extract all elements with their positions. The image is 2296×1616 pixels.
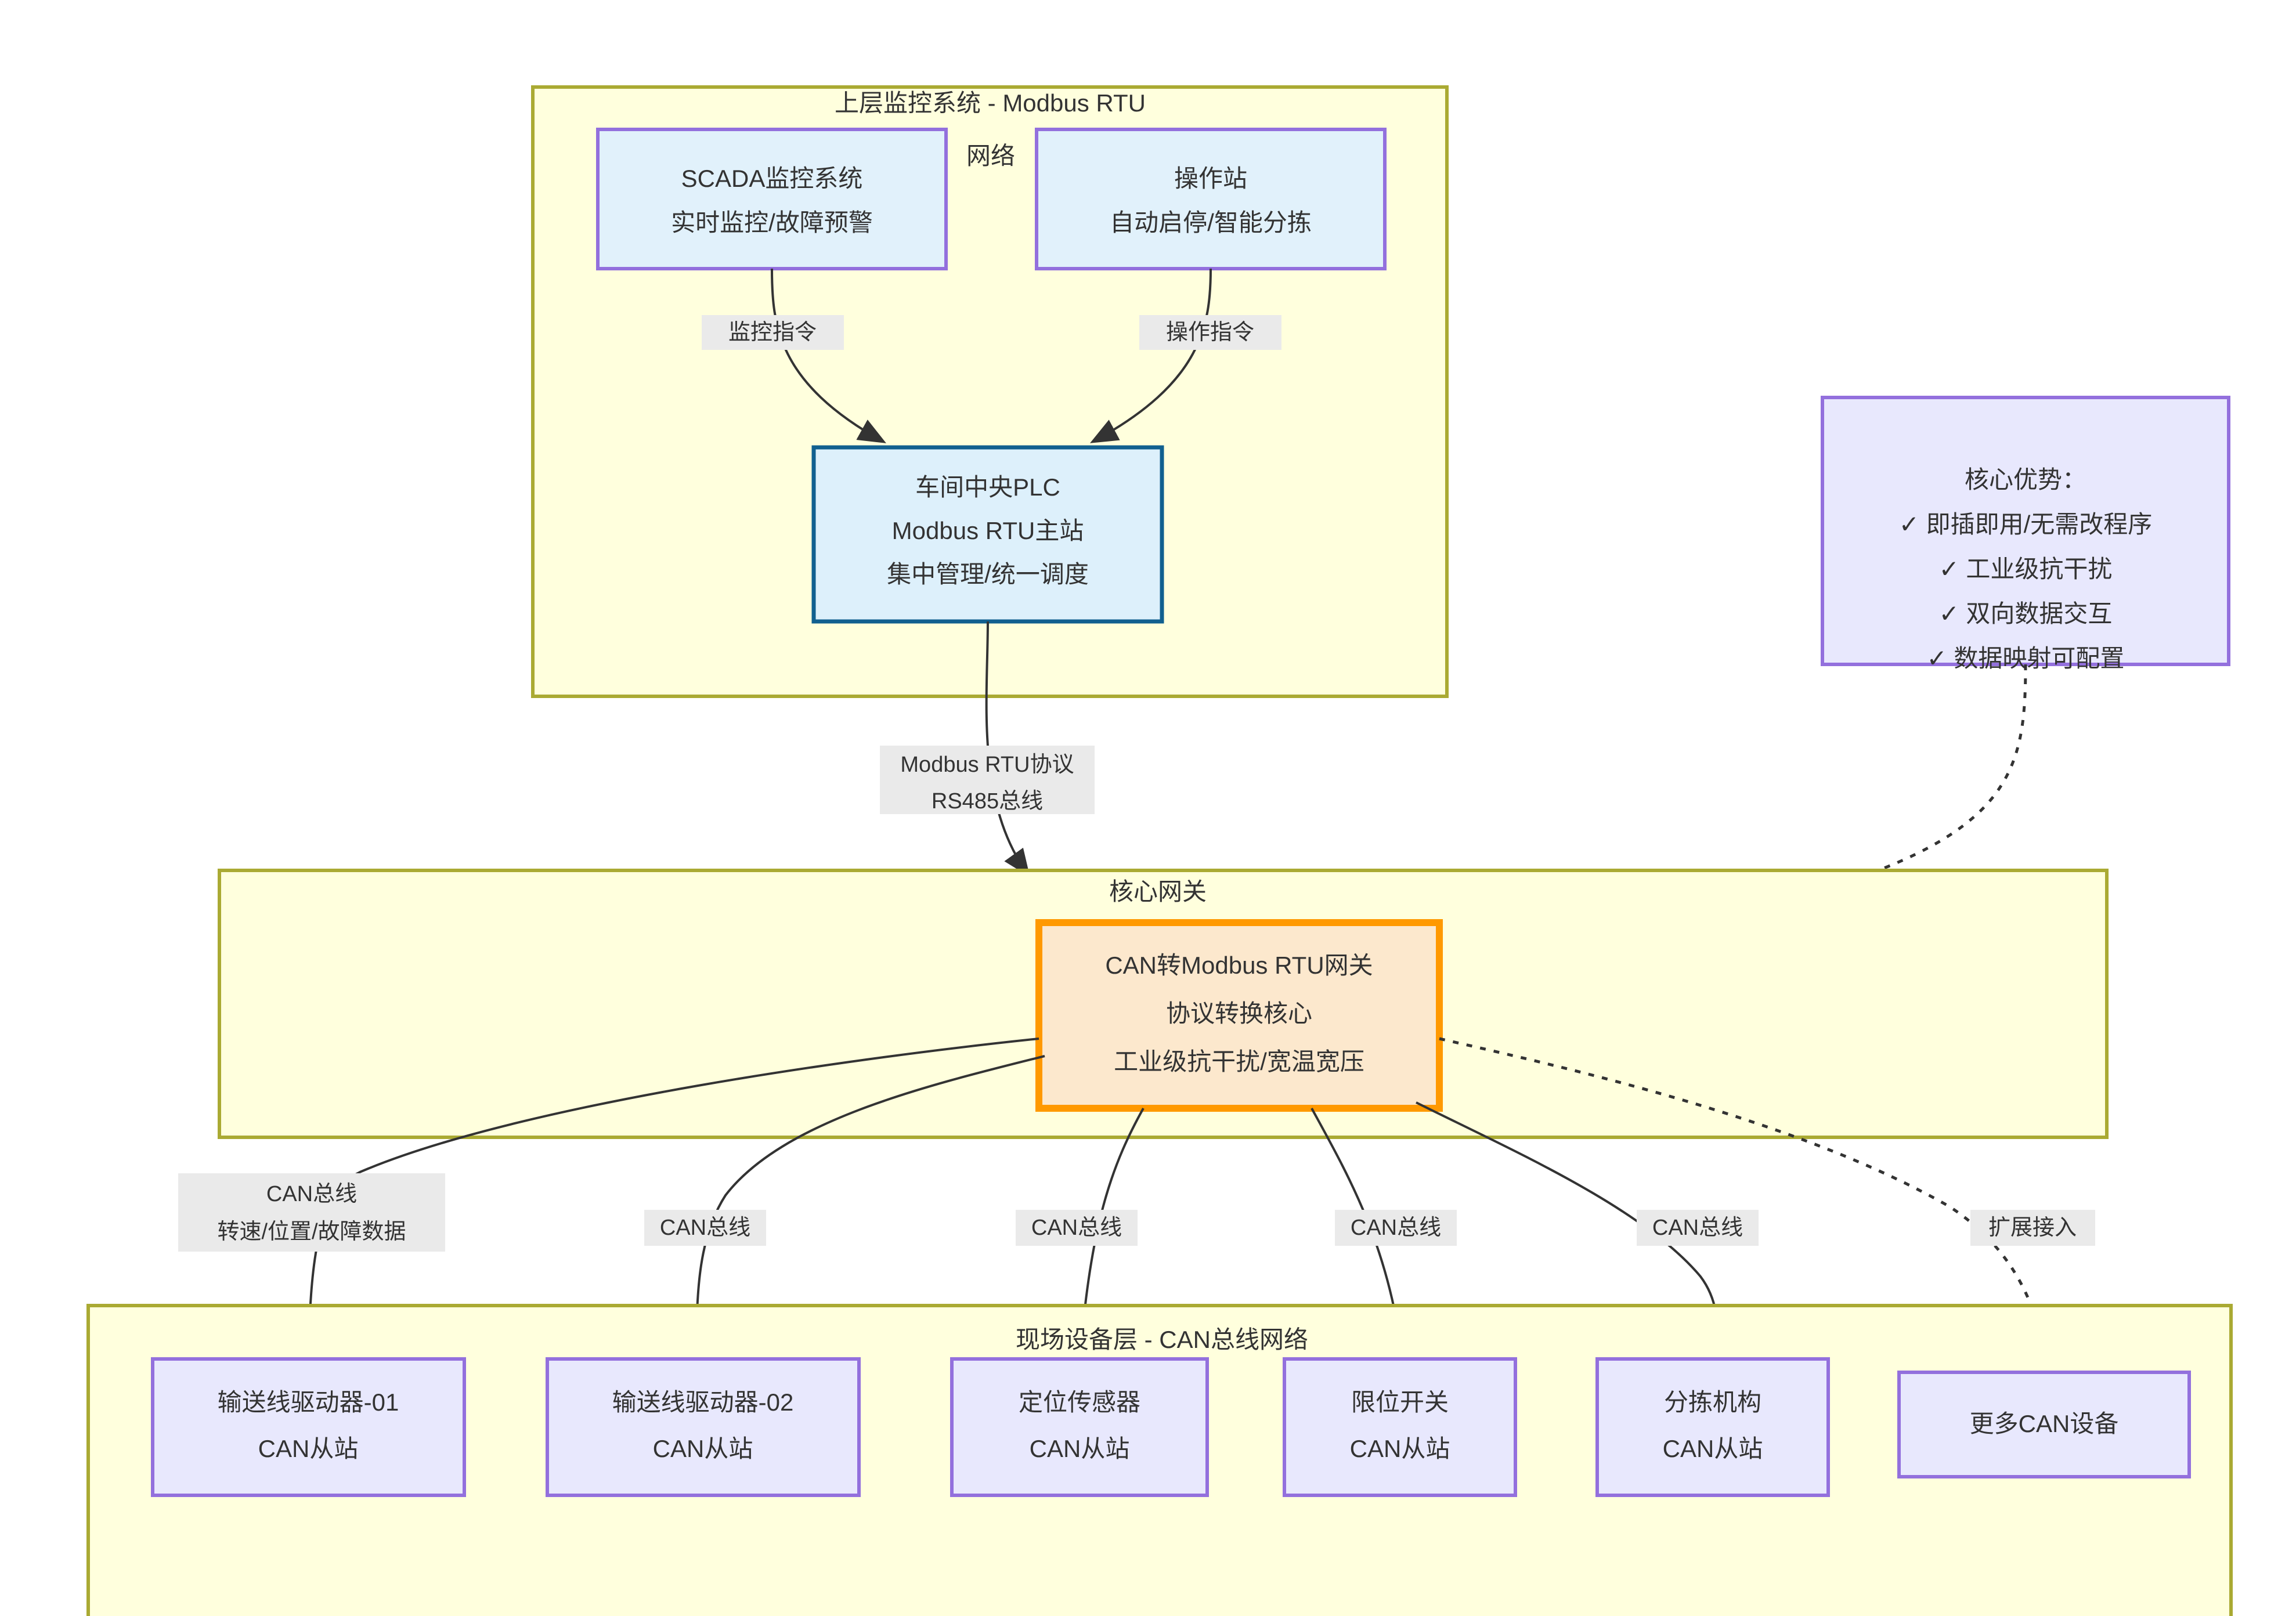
note-advantages-item-1: ✓ 即插即用/无需改程序 bbox=[1899, 511, 2153, 538]
node-device-6-line1: 更多CAN设备 bbox=[1970, 1410, 2119, 1437]
subgraph-gateway-title: 核心网关 bbox=[1109, 878, 1207, 905]
node-gateway-line1: CAN转Modbus RTU网关 bbox=[1105, 952, 1373, 979]
node-device-1-line1: 输送线驱动器-01 bbox=[218, 1389, 399, 1416]
node-can-modbus-gateway[interactable] bbox=[1035, 919, 1443, 1112]
edge-operator-to-plc bbox=[1089, 268, 1212, 443]
edge-label-bg-can4 bbox=[1335, 1210, 1457, 1246]
edge-label-bg-can2 bbox=[644, 1210, 766, 1246]
node-device-2-line1: 输送线驱动器-02 bbox=[612, 1389, 794, 1416]
node-device-conveyor-driver-02[interactable] bbox=[546, 1357, 861, 1497]
note-core-advantages[interactable] bbox=[1821, 396, 2230, 666]
edge-label-bg-can1 bbox=[178, 1173, 445, 1252]
edge-label-bg-expansion bbox=[1970, 1210, 2095, 1246]
node-scada-line2: 实时监控/故障预警 bbox=[671, 209, 873, 236]
node-gateway-line2: 协议转换核心 bbox=[1166, 1000, 1312, 1027]
edge-label-bg-modbus bbox=[880, 746, 1095, 814]
edge-label-bg-can5 bbox=[1637, 1210, 1759, 1246]
node-gateway-line3: 工业级抗干扰/宽温宽压 bbox=[1114, 1048, 1364, 1075]
node-device-5-line2: CAN从站 bbox=[1663, 1435, 1763, 1462]
node-device-2-line2: CAN从站 bbox=[653, 1435, 753, 1462]
node-plc-line3: 集中管理/统一调度 bbox=[887, 561, 1089, 588]
node-operator-line2: 自动启停/智能分拣 bbox=[1110, 209, 1312, 236]
node-device-conveyor-driver-01[interactable] bbox=[151, 1357, 466, 1497]
node-device-3-line1: 定位传感器 bbox=[1019, 1389, 1140, 1416]
node-operator-line1: 操作站 bbox=[1174, 165, 1247, 192]
edge-label-bg-scada bbox=[702, 315, 844, 350]
node-device-sorting-mechanism[interactable] bbox=[1595, 1357, 1830, 1497]
node-device-4-line2: CAN从站 bbox=[1350, 1435, 1450, 1462]
edge-label-bg-can3 bbox=[1016, 1210, 1138, 1246]
node-plc-line2: Modbus RTU主站 bbox=[892, 517, 1084, 544]
edge-gateway-to-device-3 bbox=[1071, 1108, 1145, 1357]
note-advantages-item-3: ✓ 双向数据交互 bbox=[1939, 600, 2113, 627]
edge-scada-to-plc bbox=[771, 268, 886, 443]
edge-label-operator-to-plc: 操作指令 bbox=[1166, 320, 1254, 345]
node-device-5-line1: 分拣机构 bbox=[1664, 1389, 1761, 1416]
edge-label-rs485-bus: RS485总线 bbox=[932, 789, 1043, 814]
node-scada-line1: SCADA监控系统 bbox=[681, 165, 863, 192]
node-plc-line1: 车间中央PLC bbox=[915, 473, 1060, 501]
edge-label-bg-operator bbox=[1139, 315, 1281, 350]
edge-label-can-bus-2: CAN总线 bbox=[660, 1216, 750, 1240]
edge-label-can-bus-3: CAN总线 bbox=[1031, 1216, 1122, 1240]
edge-label-can-bus-1a: CAN总线 bbox=[266, 1182, 357, 1206]
node-device-3-line2: CAN从站 bbox=[1030, 1435, 1130, 1462]
edge-label-scada-to-plc: 监控指令 bbox=[728, 320, 817, 345]
note-advantages-heading: 核心优势： bbox=[1965, 466, 2086, 493]
edge-label-modbus-protocol: Modbus RTU协议 bbox=[900, 753, 1074, 777]
edge-label-can-bus-4: CAN总线 bbox=[1351, 1216, 1441, 1240]
node-device-more-can-devices[interactable] bbox=[1897, 1371, 2191, 1478]
node-device-position-sensor[interactable] bbox=[950, 1357, 1209, 1497]
node-device-limit-switch[interactable] bbox=[1283, 1357, 1517, 1497]
node-device-1-line2: CAN从站 bbox=[258, 1435, 359, 1462]
subgraph-field-title: 现场设备层 - CAN总线网络 bbox=[1016, 1326, 1308, 1353]
note-advantages-item-2: ✓ 工业级抗干扰 bbox=[1939, 555, 2113, 583]
edge-gateway-to-device-2 bbox=[685, 1055, 1045, 1357]
edge-label-can-bus-5: CAN总线 bbox=[1652, 1216, 1743, 1240]
edge-label-expansion-access: 扩展接入 bbox=[1988, 1216, 2077, 1240]
network-label: 网络 bbox=[966, 142, 1015, 169]
subgraph-upper-title: 上层监控系统 - Modbus RTU bbox=[835, 89, 1146, 117]
edge-label-can-bus-1b: 转速/位置/故障数据 bbox=[217, 1220, 406, 1244]
node-scada[interactable] bbox=[596, 128, 948, 270]
node-device-4-line1: 限位开关 bbox=[1351, 1389, 1449, 1416]
node-operator-station[interactable] bbox=[1035, 128, 1387, 270]
edge-gateway-to-more-devices bbox=[1439, 1037, 2052, 1355]
